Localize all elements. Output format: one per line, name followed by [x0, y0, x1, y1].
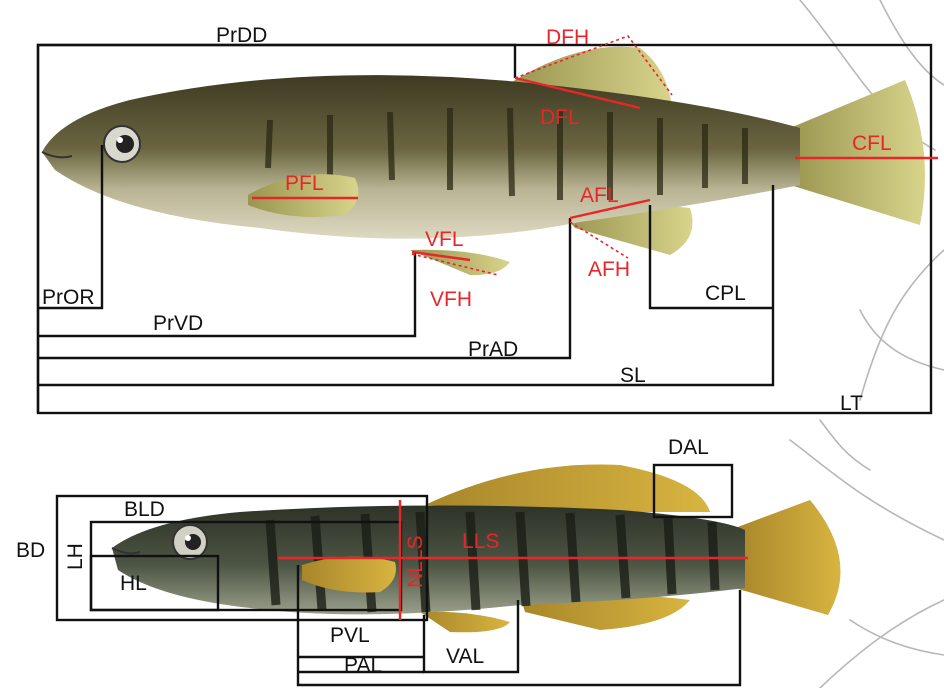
bottom-ventral-fin: [420, 612, 510, 633]
label-pvl: PVL: [330, 624, 370, 647]
label-val: VAL: [446, 645, 484, 668]
label-bld: BLD: [124, 498, 165, 521]
bottom-caudal-fin: [735, 500, 840, 615]
label-vfh: VFH: [430, 288, 472, 311]
top-fish-illustration: [42, 47, 925, 275]
label-vfl: VFL: [425, 228, 464, 251]
label-hl: HL: [120, 572, 147, 595]
label-prvd: PrVD: [153, 312, 203, 335]
label-dfl: DFL: [540, 106, 580, 129]
label-dfh: DFH: [546, 26, 589, 49]
label-nlls: NLLS: [404, 535, 427, 588]
bottom-dorsal-fin: [425, 465, 710, 513]
label-pror: PrOR: [42, 286, 95, 309]
label-sl: SL: [620, 364, 646, 387]
label-afl: AFL: [580, 184, 619, 207]
prvd-line: [38, 252, 415, 336]
label-pal: PAL: [344, 654, 382, 677]
label-prdd: PrDD: [216, 24, 267, 47]
label-pfl: PFL: [285, 172, 324, 195]
label-afh: AFH: [588, 258, 630, 281]
label-prad: PrAD: [468, 338, 518, 361]
label-lt: LT: [840, 392, 863, 415]
label-dal: DAL: [668, 436, 709, 459]
label-lh: LH: [64, 543, 87, 570]
label-lls: LLS: [462, 530, 499, 553]
label-cpl: CPL: [705, 282, 746, 305]
label-bd: BD: [16, 539, 45, 562]
label-cfl: CFL: [852, 132, 892, 155]
